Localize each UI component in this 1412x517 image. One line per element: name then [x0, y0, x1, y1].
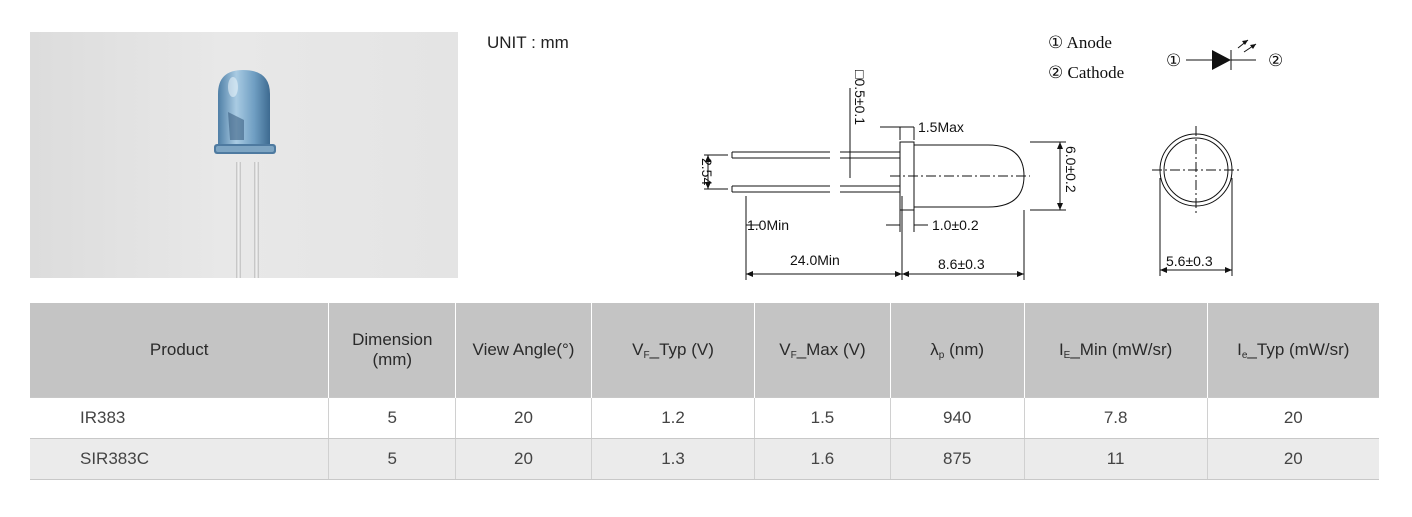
header-subscript: F [643, 349, 650, 361]
cell-ie-typ: 20 [1206, 397, 1379, 439]
ir-led-image [214, 70, 276, 278]
col-vf-typ: VF_Typ (V) [590, 303, 755, 398]
cell-product: SIR383C [30, 438, 329, 480]
symbol-pin2: ② [1268, 51, 1283, 70]
cell-ie-typ: 20 [1206, 438, 1379, 480]
header-label: _Max (V) [796, 339, 866, 359]
cell-vf-typ: 1.3 [590, 438, 755, 480]
dim-lead-spacing: 2.54 [699, 158, 715, 185]
cell-vf-max: 1.5 [754, 397, 891, 439]
header-subscript: E [1063, 349, 1071, 361]
header-label: (nm) [944, 339, 985, 359]
cell-product: IR383 [30, 397, 329, 439]
cell-dimension: 5 [328, 397, 456, 439]
cell-dimension: 5 [328, 438, 456, 480]
col-product: Product [30, 303, 329, 398]
header-label: I [1058, 339, 1064, 359]
dim-flange: 1.0±0.2 [932, 217, 979, 233]
header-label: Product [149, 340, 209, 359]
col-wavelength: λp (nm) [889, 303, 1025, 398]
cell-ie-min: 7.8 [1023, 397, 1208, 439]
dim-lead-square: □0.5±0.1 [852, 70, 868, 125]
table-row: IR383 5 20 1.2 1.5 940 7.8 20 [30, 397, 1379, 439]
cell-view-angle: 20 [455, 438, 592, 480]
product-photo [30, 32, 458, 278]
dim-body-diameter: 6.0±0.2 [1063, 146, 1079, 193]
dim-body-length: 8.6±0.3 [938, 256, 985, 272]
header-label: V [632, 339, 644, 359]
dim-lens-diameter: 5.6±0.3 [1166, 253, 1213, 269]
table-row: SIR383C 5 20 1.3 1.6 875 11 20 [30, 438, 1379, 480]
header-label: λ [930, 339, 939, 359]
dim-lead-min: 1.0Min [747, 217, 789, 233]
pin-anode-label: ① Anode [1048, 33, 1112, 52]
symbol-pin1: ① [1166, 51, 1181, 70]
header-label: _Min (mW/sr) [1070, 339, 1173, 359]
dim-lead-length: 24.0Min [790, 252, 840, 268]
col-ie-min: IE_Min (mW/sr) [1023, 303, 1208, 398]
header-label: V [779, 339, 791, 359]
col-ie-typ: Ie_Typ (mW/sr) [1206, 303, 1379, 398]
cell-vf-max: 1.6 [754, 438, 891, 480]
header-label: View Angle(°) [472, 340, 575, 359]
spec-table: Product Dimension (mm) View Angle(°) VF_… [30, 303, 1379, 480]
col-vf-max: VF_Max (V) [754, 303, 891, 398]
cell-view-angle: 20 [455, 397, 592, 439]
cell-wavelength: 875 [889, 438, 1025, 480]
unit-label: UNIT : mm [487, 33, 569, 52]
pin-cathode-label: ② Cathode [1048, 63, 1124, 82]
header-label: I [1237, 339, 1242, 359]
header-label: _Typ (mW/sr) [1247, 339, 1350, 359]
dimension-drawing: □0.5±0.1 1.5Max 2.54 6.0±0.2 1.0Min 1.0±… [699, 33, 1283, 280]
header-subscript: e [1241, 349, 1248, 361]
table-header-row: Product Dimension (mm) View Angle(°) VF_… [30, 303, 1379, 398]
header-subscript: p [938, 349, 945, 361]
cell-vf-typ: 1.2 [590, 397, 755, 439]
header-label: _Typ (V) [649, 339, 714, 359]
cell-wavelength: 940 [889, 397, 1025, 439]
cell-ie-min: 11 [1023, 438, 1208, 480]
col-view-angle: View Angle(°) [455, 303, 592, 398]
col-dimension: Dimension (mm) [328, 303, 456, 398]
header-subscript: F [790, 349, 797, 361]
header-label: Dimension (mm) [352, 330, 433, 369]
dim-flange-max: 1.5Max [918, 119, 964, 135]
